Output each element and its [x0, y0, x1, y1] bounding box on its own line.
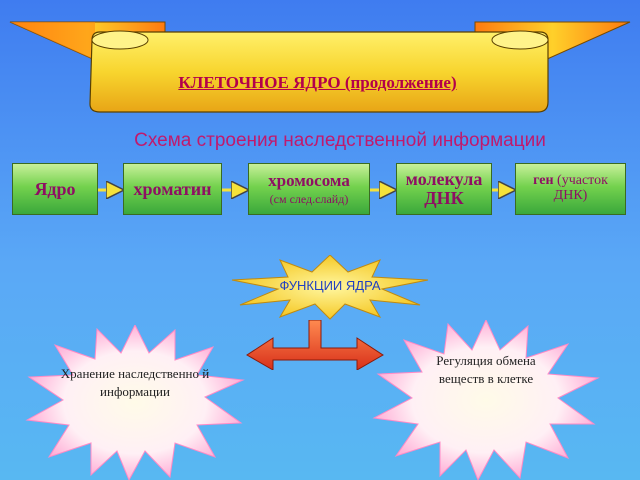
chain-box-note: (см след.слайд): [269, 192, 349, 207]
regulation-function-text: Регуляция обмена веществ в клетке: [436, 353, 536, 386]
chain-box-label: ген: [533, 173, 554, 189]
chain-box-label: молекула ДНК: [405, 169, 483, 208]
functions-star-shape: [231, 255, 429, 320]
storage-function-container: Хранение наследственно й информации: [55, 365, 215, 400]
chain-box-note: (участок ДНК): [553, 173, 608, 203]
double-arrow-icon: [246, 320, 384, 370]
storage-function-text: Хранение наследственно й информации: [60, 366, 210, 399]
functions-title: ФУНКЦИИ ЯДРА: [279, 278, 381, 293]
chain-box-chromatin: хроматин: [123, 163, 222, 215]
diagram-subtitle: Схема строения наследственной информации: [134, 130, 546, 151]
chain-box-label: хроматин: [133, 178, 212, 199]
chain-box-nucleus: Ядро: [12, 163, 98, 215]
chain-arrows: [98, 150, 640, 230]
chain-box-gene: ген (участок ДНК): [515, 163, 626, 215]
page-title: КЛЕТОЧНОЕ ЯДРО (продолжение): [178, 73, 457, 92]
chain-box-label: Ядро: [34, 178, 76, 199]
chain-box-dna: молекула ДНК: [396, 163, 492, 215]
regulation-function-container: Регуляция обмена веществ в клетке: [432, 352, 540, 387]
storage-burst-shape: [25, 325, 245, 480]
chain-box-chromosome: хромосома (см след.слайд): [248, 163, 370, 215]
chain-box-label: хромосома: [268, 171, 350, 191]
regulation-burst-shape: [372, 320, 600, 480]
title-banner: [9, 21, 631, 113]
